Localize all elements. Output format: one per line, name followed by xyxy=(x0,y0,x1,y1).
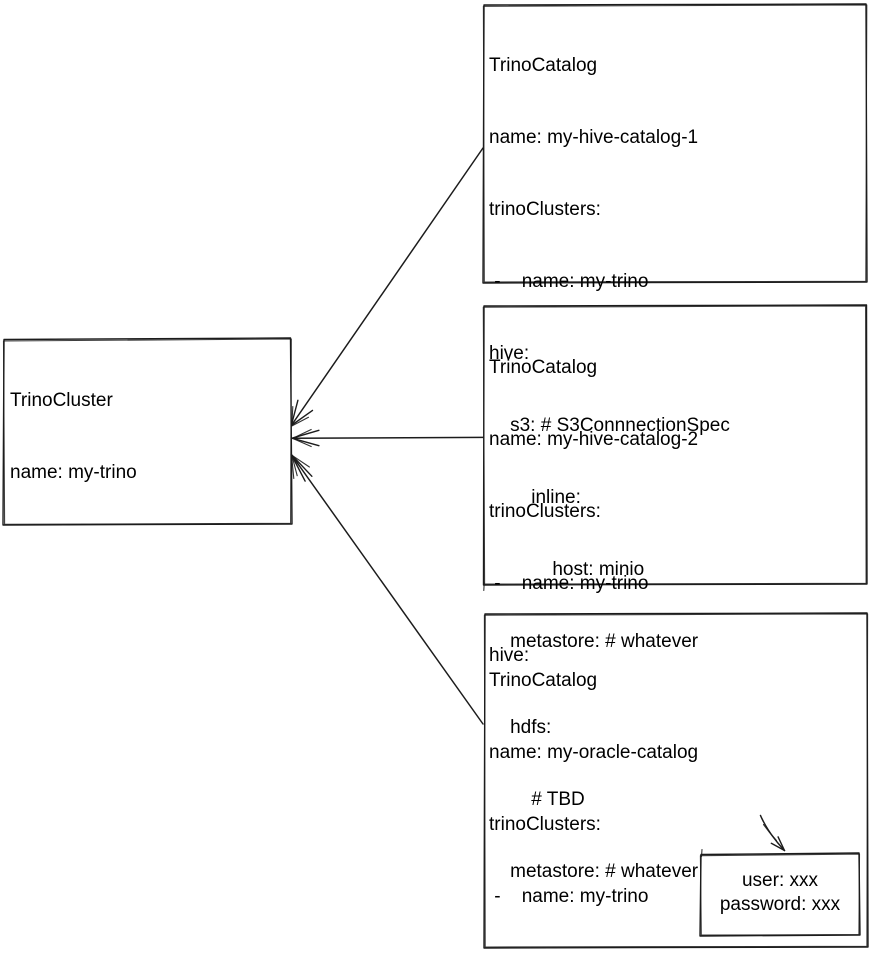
connector-catalog3-to-cluster xyxy=(290,453,484,725)
catalog1-title-line: TrinoCatalog xyxy=(489,55,598,76)
connector-catalog2-arrowhead xyxy=(291,429,320,447)
connector-catalog3-arrowhead xyxy=(290,453,313,482)
secret-password-line: password: xxx xyxy=(719,894,841,915)
connector-catalog1-arrowhead xyxy=(290,399,314,427)
catalog2-title-line: TrinoCatalog xyxy=(489,357,598,378)
catalog1-yaml-line: inline: xyxy=(489,487,581,508)
trino-catalog-2-box: TrinoCatalog name: my-hive-catalog-2 tri… xyxy=(489,308,698,932)
connector-catalog1-arrowhead-sketch xyxy=(291,406,310,427)
catalog1-yaml-line: trinoClusters: xyxy=(489,199,601,220)
catalog2-yaml-line: trinoClusters: xyxy=(489,501,601,522)
secret-box: user: xxx password: xxx xyxy=(700,869,860,917)
connector-catalog1-to-cluster xyxy=(290,147,484,427)
catalog2-yaml-line: name: my-hive-catalog-2 xyxy=(489,429,699,450)
secret-user-line: user: xxx xyxy=(741,870,819,891)
connector-catalog2-arrowhead-sketch xyxy=(292,428,312,448)
trino-cluster-box: TrinoCluster name: my-trino xyxy=(10,341,137,533)
connector-catalog3-arrowhead-flick xyxy=(291,455,295,480)
cluster-name-line: name: my-trino xyxy=(10,462,137,483)
catalog2-yaml-line: - name: my-trino xyxy=(489,573,649,594)
catalog2-yaml-line: hive: xyxy=(489,645,530,666)
catalog1-yaml-line: name: my-hive-catalog-1 xyxy=(489,127,699,148)
trino-catalog-1-box: TrinoCatalog name: my-hive-catalog-1 tri… xyxy=(489,6,730,702)
cluster-title-line: TrinoCluster xyxy=(10,390,113,411)
catalog1-yaml-line: host: minio xyxy=(489,559,645,580)
catalog2-yaml-line: metastore: # whatever xyxy=(489,861,699,882)
catalog3-yaml-line: name: my-oracle-catalog xyxy=(489,742,699,763)
catalog1-yaml-line: s3: # S3ConnnectionSpec xyxy=(489,415,730,436)
catalog1-yaml-line: hive: xyxy=(489,343,530,364)
catalog1-yaml-line: metastore: # whatever xyxy=(489,631,699,652)
connector-catalog2-to-cluster xyxy=(291,436,485,439)
catalog3-yaml-line: trinoClusters: xyxy=(489,814,601,835)
trino-catalog-3-box: TrinoCatalog name: my-oracle-catalog tri… xyxy=(489,621,821,954)
catalog3-yaml-line: - name: my-trino xyxy=(489,886,649,907)
catalog3-title-line: TrinoCatalog xyxy=(489,670,598,691)
catalog2-yaml-line: # TBD xyxy=(489,789,585,810)
connector-catalog3-arrowhead-sketch xyxy=(291,454,310,477)
catalog1-yaml-line: - name: my-trino xyxy=(489,271,649,292)
catalog2-yaml-line: hdfs: xyxy=(489,717,552,738)
